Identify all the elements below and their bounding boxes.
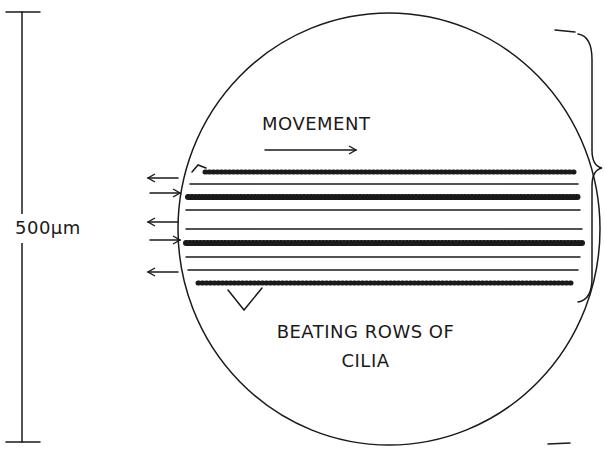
beat-arrows (148, 178, 180, 272)
field-circle (178, 13, 600, 445)
movement-label: MOVEMENT (262, 110, 370, 139)
scale-label: 500μm (12, 214, 84, 243)
cilia-label: BEATING ROWS OF CILIA (258, 318, 473, 376)
brace (578, 34, 602, 302)
movement-arrow (265, 149, 356, 151)
cilia-rows (186, 165, 582, 283)
pointer (228, 288, 262, 310)
